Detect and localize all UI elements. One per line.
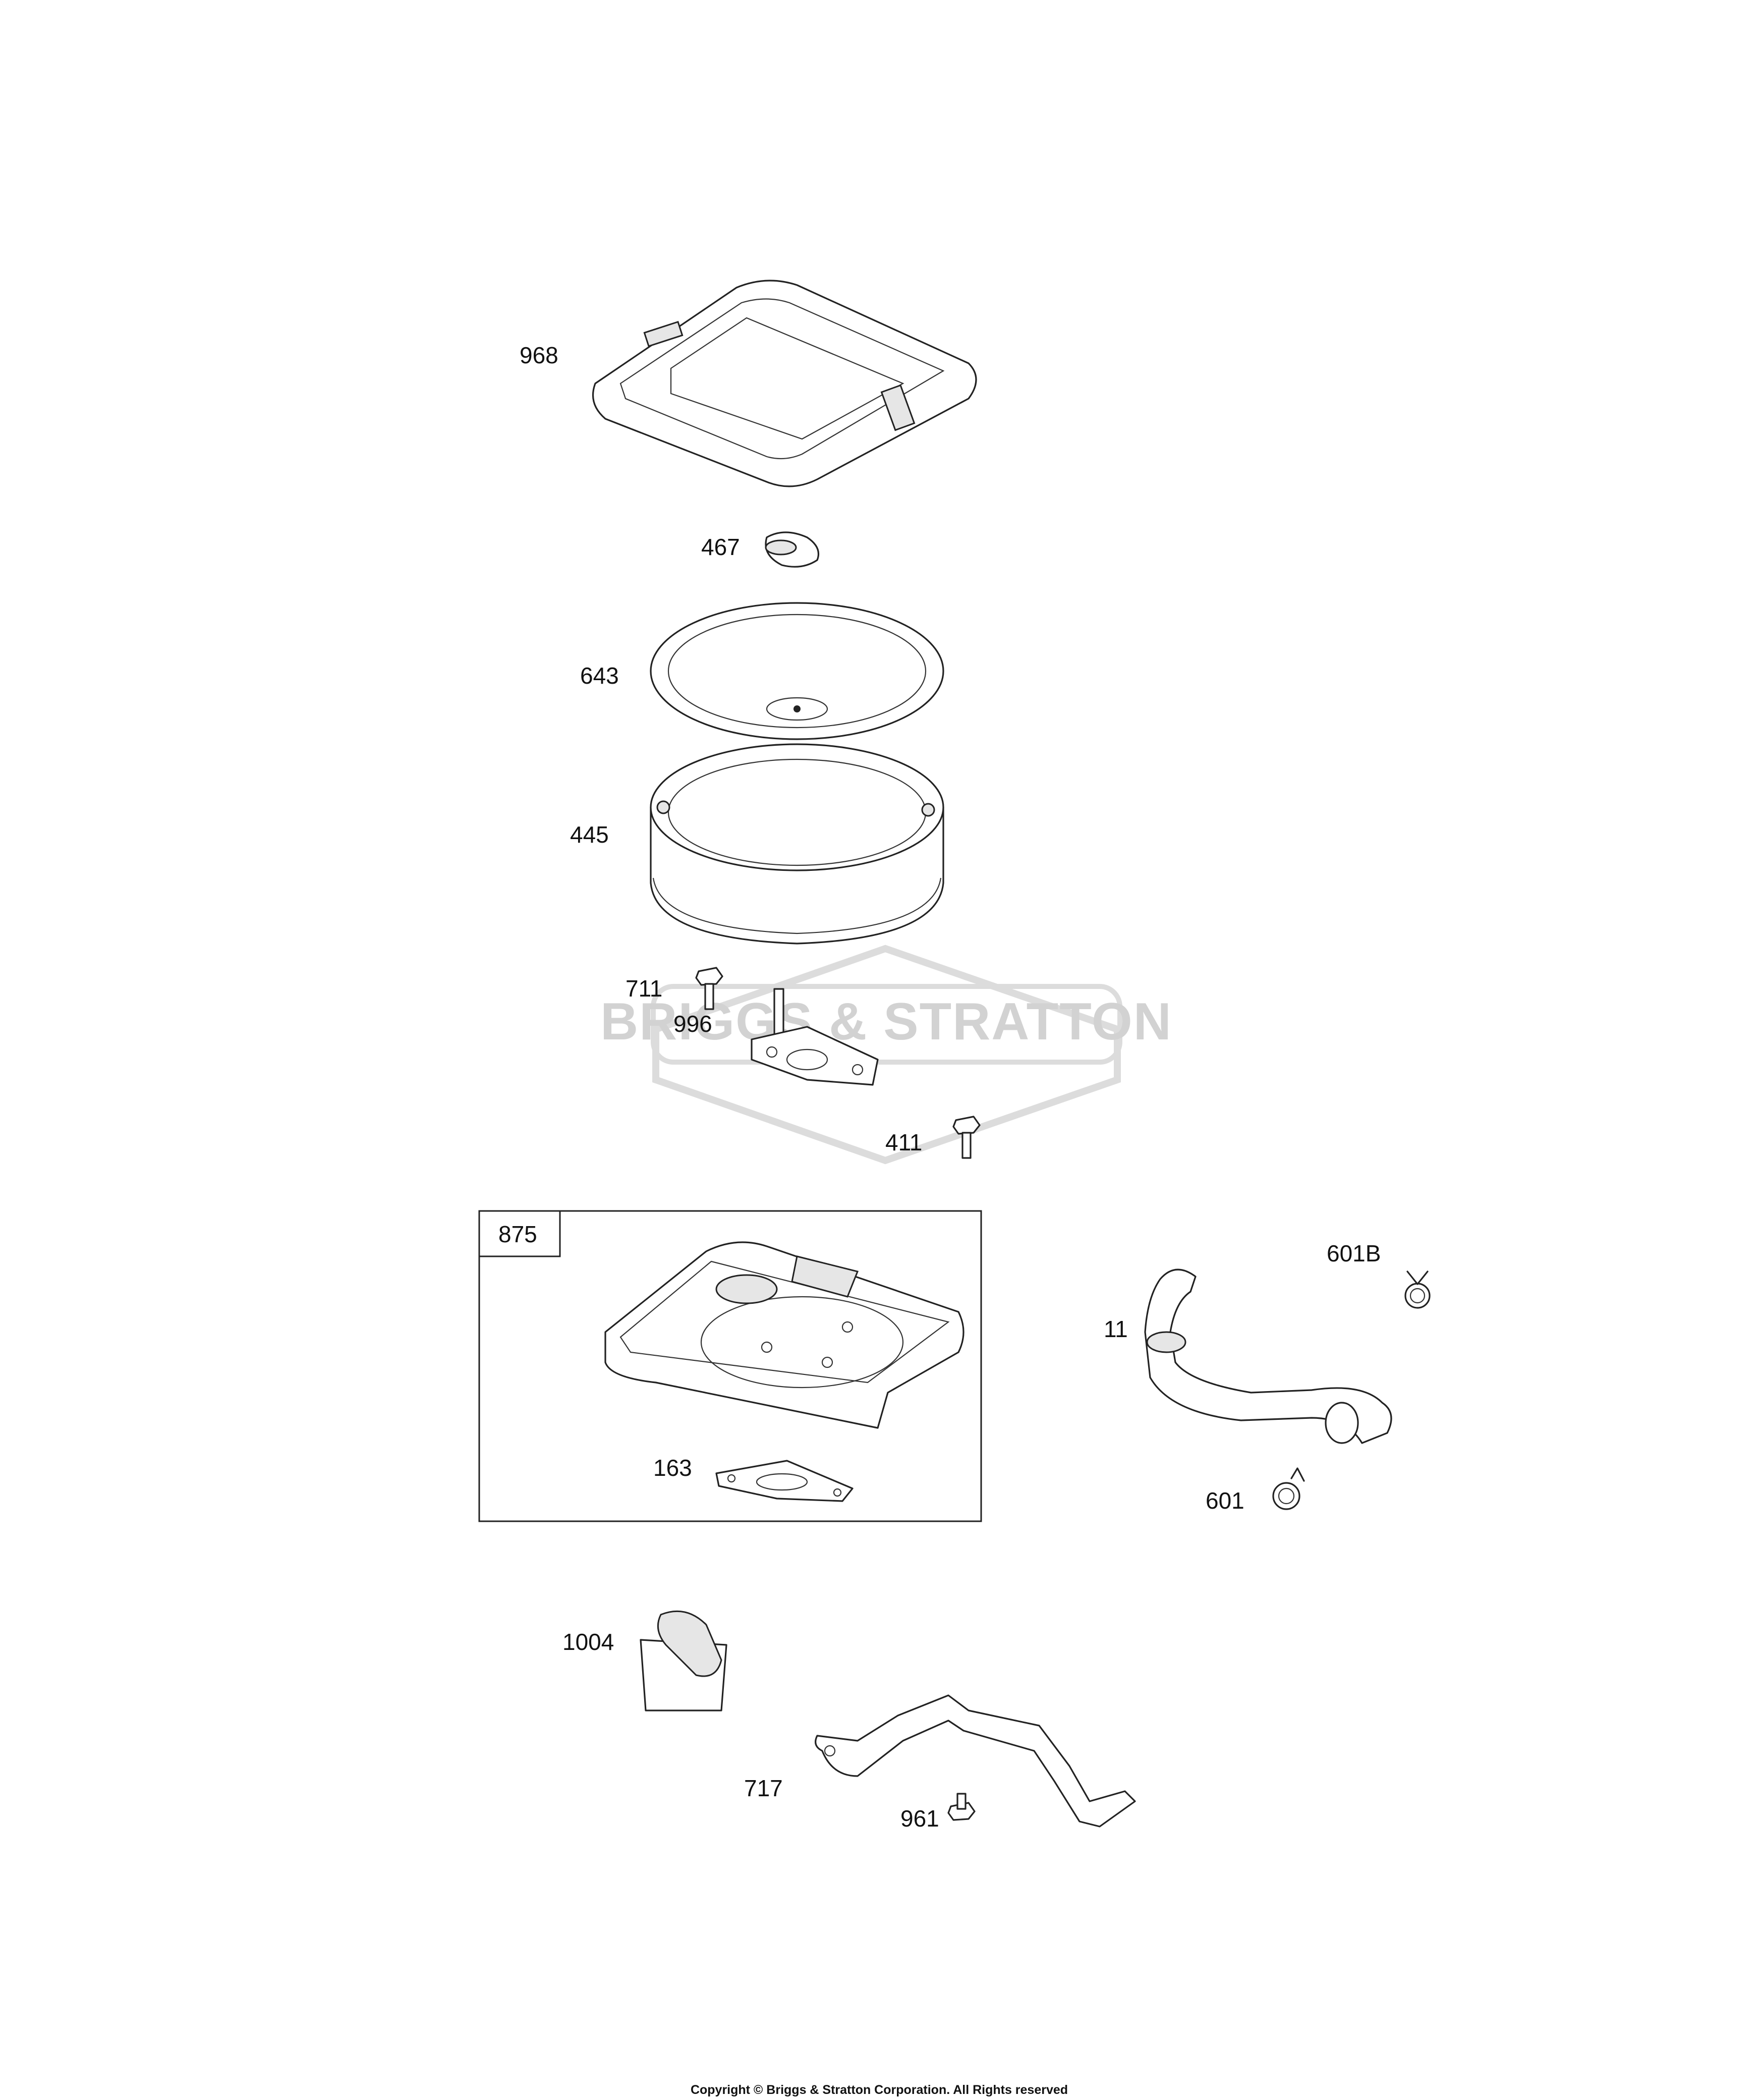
callout-717: 717 <box>744 1775 783 1801</box>
callout-601B: 601B <box>1327 1240 1381 1266</box>
callout-711: 711 <box>626 975 662 1002</box>
part-163-gasket[interactable] <box>715 1460 854 1502</box>
callout-163: 163 <box>653 1455 692 1481</box>
part-875-base[interactable] <box>604 1241 964 1429</box>
part-601-clamp[interactable] <box>1272 1467 1305 1510</box>
part-717-bracket[interactable] <box>815 1694 1136 1828</box>
part-996-bracket[interactable] <box>751 988 879 1086</box>
part-643-precleaner[interactable] <box>650 602 944 740</box>
callout-411: 411 <box>885 1129 922 1155</box>
callout-968: 968 <box>520 342 558 368</box>
part-467-knob[interactable] <box>765 531 820 568</box>
copyright-notice: Copyright © Briggs & Stratton Corporatio… <box>691 2083 1068 2097</box>
callout-875: 875 <box>498 1221 537 1247</box>
callout-643: 643 <box>580 662 619 689</box>
part-11-hose[interactable] <box>1144 1268 1392 1444</box>
watermark-text: BRIGGS & STRATTON <box>600 992 1172 1051</box>
kit-875-box[interactable] <box>478 1210 982 1522</box>
callout-1004: 1004 <box>562 1629 614 1655</box>
callout-467: 467 <box>701 534 740 560</box>
watermark-logo: BRIGGS & STRATTON <box>600 945 1172 1165</box>
callout-445: 445 <box>570 821 609 848</box>
part-445-filter[interactable] <box>650 743 944 945</box>
part-1004-boot[interactable] <box>640 1610 727 1711</box>
callout-996: 996 <box>673 1011 712 1037</box>
part-411-screw[interactable] <box>952 1116 981 1159</box>
callout-11: 11 <box>1104 1316 1128 1342</box>
part-601B-clamp[interactable] <box>1404 1270 1431 1309</box>
part-711-screw[interactable] <box>695 967 723 1010</box>
callout-961: 961 <box>900 1805 939 1832</box>
part-961-screw[interactable] <box>947 1793 976 1821</box>
part-968-cover[interactable] <box>592 280 977 487</box>
callout-601: 601 <box>1206 1487 1244 1514</box>
